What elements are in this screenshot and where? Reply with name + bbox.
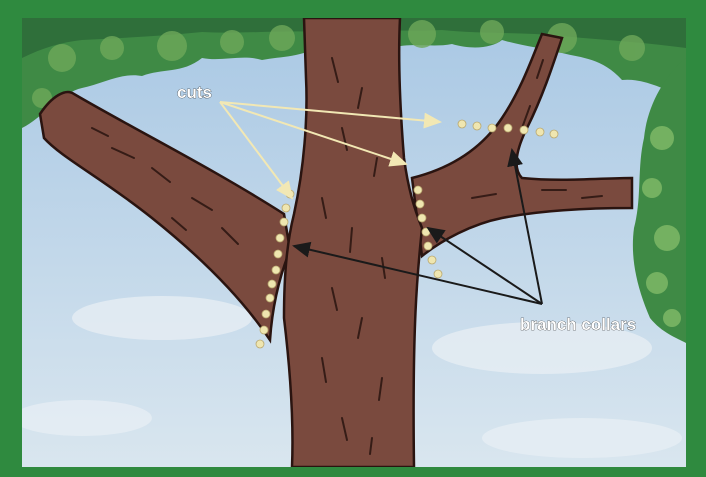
branch-collars-label: branch collars bbox=[520, 315, 636, 334]
illustration-canvas: cuts branch collars bbox=[22, 18, 686, 467]
cuts-label: cuts bbox=[177, 83, 212, 102]
pruning-diagram: cuts branch collars bbox=[22, 18, 686, 467]
